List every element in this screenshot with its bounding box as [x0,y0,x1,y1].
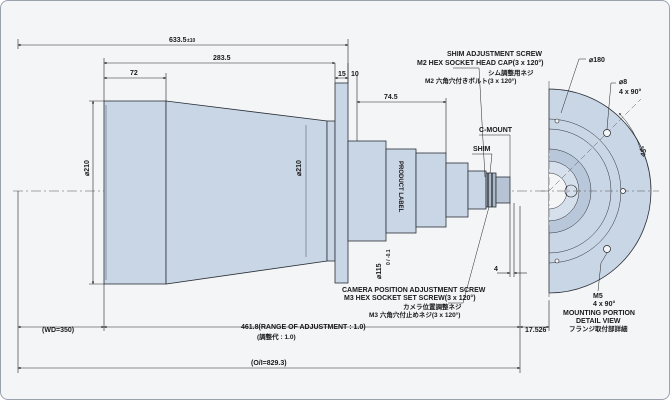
mount-hole-icon [603,245,611,253]
rear-step-4 [445,162,469,218]
overall-length-text: 633.5 [169,37,187,44]
dia-8-text: ⌀8 [619,79,627,86]
dim-flange [334,63,358,141]
detail-caption-1: MOUNTING PORTION [563,310,635,317]
front-barrel-text: 72 [130,70,138,77]
mid-collar [326,120,336,262]
mount-flange [334,82,349,284]
dim-front-barrel [103,73,167,101]
taper-section [165,100,328,285]
shim-label: SHIM [473,146,491,153]
overall-length-suffix: ±10 [187,38,196,44]
adjust-range-jp: (調整代 : 1.0) [257,332,296,341]
center-bore-icon [564,184,578,198]
dia-rear-text: ⌀115 [376,263,383,279]
dia-front-text: ⌀210 [84,160,91,176]
screw-hole-icon [554,258,560,264]
mount-hole-icon [603,129,611,137]
c-mount-thread [495,176,511,204]
dim-overall-length [17,39,349,83]
dim-rear-section [356,98,447,153]
rear-step-2 [385,148,417,234]
camera-screw-line1: CAMERA POSITION ADJUSTMENT SCREW [342,287,486,294]
shim-screw-jp1: シム調整用ネジ [488,68,534,77]
c-mount-label: C-MOUNT [479,127,513,134]
holes-bottom-text: 4 x 90° [593,300,615,308]
adjust-ring [467,170,487,210]
dia-180-text: ⌀180 [589,57,605,64]
detail-caption-jp: フランジ取付部詳細 [569,324,628,333]
dia-mid-text: ⌀210 [296,160,303,176]
lens-body [103,82,511,285]
flange-15-text: 15 [338,71,346,78]
rear-step-1 [347,140,387,242]
flange-10-text: 10 [351,71,359,78]
oi-text: (O/I=829.3) [251,360,287,367]
front-section-text: 283.5 [213,55,231,62]
screw-hole-icon [620,188,626,194]
m5-text: M5 [593,293,603,300]
dim-bottom [17,191,550,373]
camera-screw-jp1: カメラ位置調整ネジ [403,302,462,311]
camera-screw-line2: M3 HEX SOCKET SET SCREW(3 x 120°) [344,294,476,302]
mounting-detail-view [541,81,659,301]
detail-caption-2: DETAIL VIEW [576,318,621,325]
rear-step-3 [415,152,447,228]
rear-section-text: 74.5 [384,94,398,101]
shim-screw-line2: M2 HEX SOCKET HEAD CAP(3 x 120°) [417,59,544,67]
shim-screw-line1: SHIM ADJUSTMENT SCREW [447,51,542,58]
adjust-range-text: 461.8(RANGE OF ADJUSTMENT : 1.0) [241,324,366,331]
dim-front-section [103,58,336,101]
camera-screw-jp2: M3 六角穴付止めネジ(3 x 120°) [369,310,460,319]
wd-text: (WD=350) [42,327,74,334]
dia-rear-tol: 0 / -0.1 [386,249,392,265]
shim-screw-jp2: M2 六角穴付きボルト(3 x 120°) [425,76,516,85]
product-label-text: PRODUCT LABEL [397,161,403,213]
dim-4-text: 4 [494,266,498,273]
holes-top-text: 4 x 90° [619,88,641,96]
dim-4 [497,203,527,277]
flange-back-text: 17.526 [525,327,547,334]
screw-hole-icon [554,118,560,124]
angle-text: 45° [639,145,649,157]
front-barrel [103,100,167,285]
